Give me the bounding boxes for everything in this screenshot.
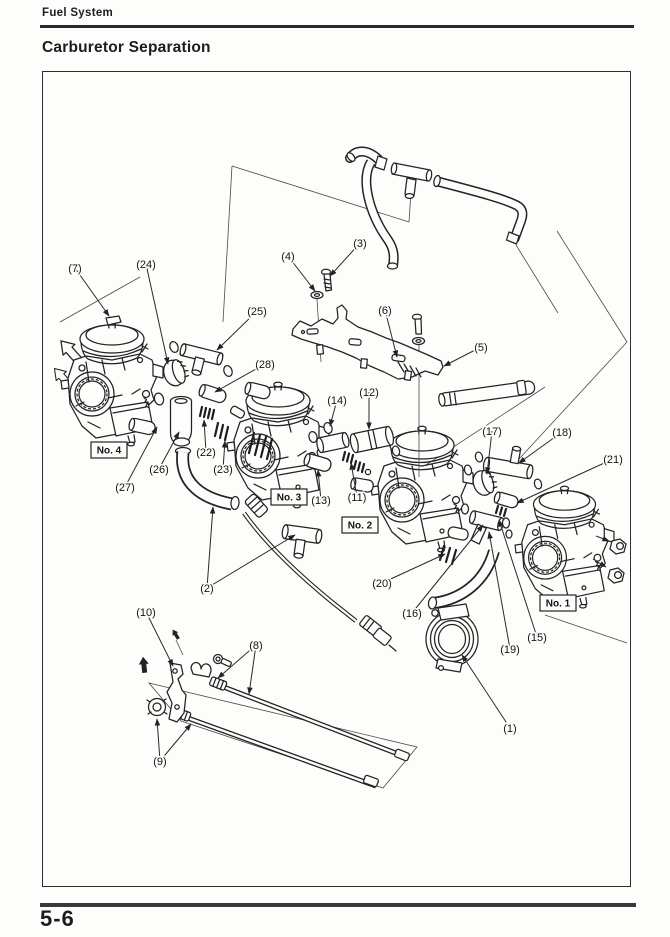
part-label-text: No. 4: [97, 446, 122, 457]
callout-1: (1): [461, 654, 518, 737]
rail-screw-front: [310, 268, 333, 300]
callout-19: (19): [487, 531, 521, 658]
callout-22: (22): [195, 419, 217, 461]
header-rule: [40, 25, 634, 28]
drain-tee: [468, 510, 505, 545]
chapter-header-label: Fuel System: [42, 7, 114, 19]
callout-6: (6): [377, 303, 399, 358]
callout-label: (3): [353, 238, 366, 250]
callout-layer: (1) (2) (3) (4) (5) (6) (7) (8) (9) (10) (11) (12) (…: [67, 236, 625, 770]
callout-label: (17): [482, 426, 502, 438]
rail-screw-rear: [411, 313, 426, 346]
callout-5: (5): [443, 340, 489, 367]
insulator-boot: [425, 603, 479, 673]
callout-label: (18): [552, 427, 572, 439]
callout-23: (23): [212, 440, 234, 478]
chapter-header: Fuel System: [42, 7, 113, 19]
diaphragm-disc: [163, 359, 190, 387]
callout-label: (10): [136, 607, 156, 619]
callout-15: (15): [498, 519, 548, 646]
callout-7: (7): [67, 261, 110, 317]
callout-24: (24): [135, 257, 170, 365]
diaphragm-disc-2: [472, 469, 498, 496]
rod-clip: [190, 661, 212, 678]
callout-8: (8): [217, 638, 264, 695]
vent-hose-right: [433, 174, 528, 245]
callout-label: (14): [327, 395, 347, 407]
callout-26: (26): [148, 431, 180, 478]
callout-label: (13): [311, 495, 331, 507]
callout-label: (1): [503, 723, 516, 735]
part-label-no-1: No. 1: [539, 594, 577, 612]
drain-tee-2: [281, 524, 323, 559]
page-title: Carburetor Separation: [42, 39, 211, 56]
air-tee: [482, 445, 534, 480]
callout-label: (7): [68, 263, 81, 275]
part-label-no-3: No. 3: [270, 488, 308, 506]
callout-label: (25): [247, 306, 267, 318]
callout-label: (5): [474, 342, 487, 354]
callout-16: (16): [401, 524, 484, 622]
carburetor-no-1: [514, 485, 615, 609]
callout-label: (22): [196, 447, 216, 459]
part-label-text: No. 1: [546, 599, 571, 610]
left-joint-parts: [105, 315, 274, 461]
callout-label: (16): [402, 608, 422, 620]
callout-2: (2): [199, 506, 296, 597]
callout-9: (9): [152, 718, 192, 770]
callout-label: (6): [378, 305, 391, 317]
callout-label: (9): [153, 756, 166, 768]
callout-label: (19): [500, 644, 520, 656]
fuel-line-coupler: [359, 615, 392, 646]
callout-17: (17): [481, 424, 503, 475]
callout-11: (11): [346, 462, 368, 506]
callout-12: (12): [358, 385, 380, 430]
callout-label: (21): [603, 454, 623, 466]
vent-tee-joint: [390, 162, 433, 200]
part-label-text: No. 2: [348, 521, 373, 532]
callout-label: (20): [372, 578, 392, 590]
callout-3: (3): [329, 236, 368, 277]
callout-13: (13): [310, 469, 332, 509]
inline-filter: [244, 493, 268, 518]
diagram-frame: [42, 71, 631, 887]
callout-label: (8): [249, 640, 262, 652]
callout-label: (15): [527, 632, 547, 644]
page-number: 5-6: [40, 906, 75, 931]
callout-27: (27): [114, 426, 158, 496]
hex-plugs: [592, 535, 627, 584]
callout-25: (25): [216, 304, 268, 351]
callout-label: (24): [136, 259, 156, 271]
callout-20: (20): [371, 553, 446, 592]
callout-label: (27): [115, 482, 135, 494]
air-joint-pipe: [438, 379, 536, 407]
callout-label: (11): [348, 492, 367, 504]
callout-label: (2): [200, 583, 213, 595]
exploded-diagram: (1) (2) (3) (4) (5) (6) (7) (8) (9) (10) (11) (12) (…: [48, 146, 628, 789]
callout-label: (28): [255, 359, 275, 371]
part-label-no-4: No. 4: [90, 441, 128, 459]
choke-bracket: [166, 662, 187, 723]
vent-hose-left: [345, 146, 399, 270]
fuel-rail: [291, 298, 444, 477]
part-label-no-2: No. 2: [341, 516, 379, 534]
callout-4: (4): [280, 249, 316, 292]
callout-28: (28): [214, 357, 276, 393]
choke-rod-assembly: [146, 653, 411, 789]
mid-joint-parts: [303, 421, 401, 493]
right-joint-parts: [427, 445, 543, 610]
callout-18: (18): [518, 425, 573, 464]
footer-rule: [40, 903, 636, 907]
callout-label: (4): [281, 251, 294, 263]
callout-21: (21): [516, 452, 624, 504]
elbow-pipe: [169, 395, 193, 447]
callout-14: (14): [326, 393, 348, 427]
part-label-text: No. 3: [277, 493, 302, 504]
callout-10: (10): [135, 605, 174, 667]
callout-label: (26): [149, 464, 169, 476]
callout-label: (12): [359, 387, 379, 399]
callout-label: (23): [213, 464, 233, 476]
